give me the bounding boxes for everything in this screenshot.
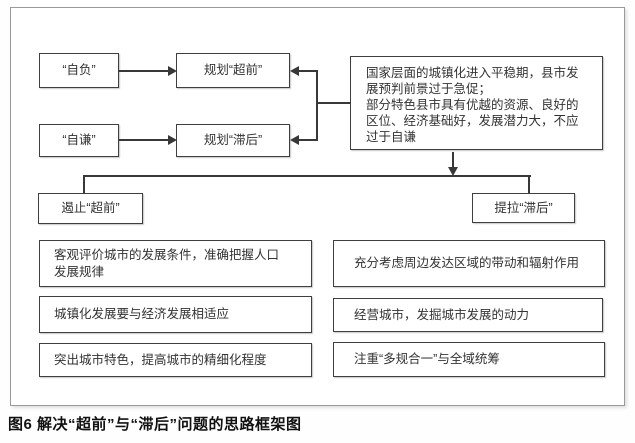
box-context: 国家层面的城镇化进入平稳期，县市发展预判前景过于急促； 部分特色县市具有优越的资… bbox=[350, 56, 603, 150]
box-left-measure-2: 城镇化发展要与经济发展相适应 bbox=[39, 296, 312, 333]
figure-caption: 图6 解决“超前”与“滞后”问题的思路框架图 bbox=[8, 416, 302, 433]
box-left-measure-3: 突出城市特色，提高城市的精细化程度 bbox=[39, 343, 312, 377]
box-right-measure-1: 充分考虑周边发达区域的带动和辐射作用 bbox=[333, 240, 605, 287]
connector-context-branch-line bbox=[316, 70, 318, 141]
context-line-1: 国家层面的城镇化进入平稳期，县市发展预判前景过于急促； bbox=[366, 66, 579, 96]
box-lift-lag: 提拉“滞后” bbox=[472, 193, 575, 223]
arrowhead-left-icon bbox=[290, 135, 299, 145]
arrowhead-down-icon bbox=[448, 167, 458, 176]
box-planning-ahead: 规划“超前” bbox=[176, 53, 290, 88]
connector-to-curb-line bbox=[83, 177, 85, 193]
connector-context-to-lag-line bbox=[299, 139, 317, 141]
box-zifu: “自负” bbox=[39, 53, 119, 88]
box-ziqian: “自谦” bbox=[39, 124, 119, 157]
connector-context-to-ahead-line bbox=[299, 70, 317, 72]
connector-ziqian-to-lag-line bbox=[119, 139, 168, 141]
arrowhead-right-icon bbox=[168, 135, 177, 145]
connector-zifu-to-ahead-line bbox=[119, 70, 168, 72]
box-planning-lag: 规划“滞后” bbox=[176, 124, 290, 157]
connector-context-down-line bbox=[452, 152, 454, 168]
box-left-measure-1: 客观评价城市的发展条件，准确把握人口发展规律 bbox=[39, 240, 312, 287]
box-curb-ahead: 遏止“超前” bbox=[38, 193, 143, 224]
arrowhead-right-icon bbox=[168, 66, 177, 76]
connector-split-line bbox=[83, 175, 531, 177]
box-right-measure-3: 注重“多规合一”与全域统筹 bbox=[333, 342, 605, 377]
box-right-measure-2: 经营城市，发掘城市发展的动力 bbox=[333, 298, 603, 332]
connector-context-stub-line bbox=[317, 102, 351, 104]
connector-to-lift-line bbox=[528, 177, 530, 193]
context-line-2: 部分特色县市具有优越的资源、良好的区位、经济基础好，发展潜力大，不应过于自谦 bbox=[366, 98, 579, 144]
arrowhead-left-icon bbox=[290, 66, 299, 76]
